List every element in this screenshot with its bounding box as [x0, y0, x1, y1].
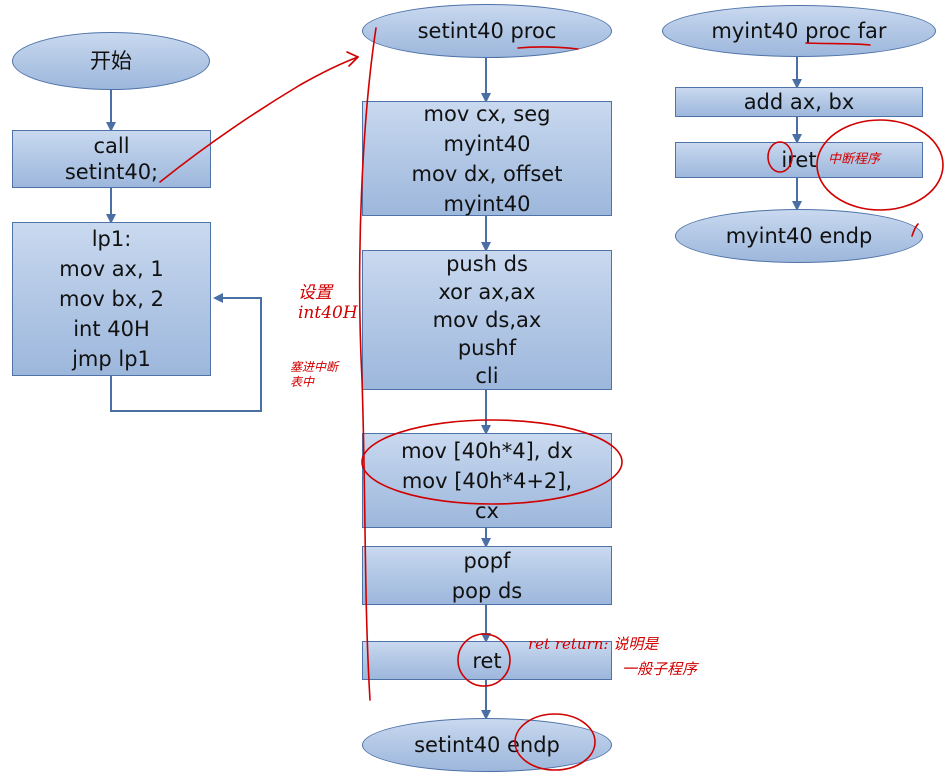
call-line-2: setint40; — [64, 160, 159, 184]
annotation-interrupt-routine: 中断程序 — [828, 152, 880, 168]
annotation-ret-line-2: 一般子程序 — [622, 660, 698, 678]
annotation-set-line-1: 设置 — [298, 283, 332, 303]
block2-line-3: mov ds,ax — [432, 308, 542, 332]
block3-line-2: mov [40h*4+2], — [401, 468, 573, 493]
myint40-proc-label: myint40 proc far — [711, 19, 887, 43]
block3-line-1: mov [40h*4], dx — [401, 438, 573, 463]
start-node: 开始 — [12, 32, 210, 90]
block1-line-1: mov cx, seg — [423, 101, 551, 126]
annotation-ret-note: ret return: 说明是 一般子程序 — [528, 632, 697, 682]
setint40-proc-node: setint40 proc — [362, 4, 612, 58]
annotation-interrupt-text: 中断程序 — [828, 152, 881, 167]
call-setint40-node: call setint40; — [12, 130, 211, 188]
block2-line-5: cli — [475, 364, 499, 388]
call-to-proc-arrowhead — [346, 51, 359, 67]
setint40-proc-label: setint40 proc — [417, 19, 557, 43]
call-line-1: call — [93, 134, 130, 158]
block1-line-4: myint40 — [443, 191, 531, 216]
block4-line-1: popf — [463, 548, 511, 573]
iret-node: iret — [675, 142, 923, 178]
myint40-endp-node: myint40 endp — [675, 209, 923, 263]
block1-line-2: myint40 — [443, 131, 531, 156]
ret-label: ret — [472, 648, 502, 673]
block4-line-2: pop ds — [451, 578, 523, 603]
annotation-vector-line-1: 塞进中断 — [290, 360, 339, 374]
annotation-set-line-2: int40H — [298, 303, 358, 323]
block1-line-3: mov dx, offset — [411, 161, 563, 186]
loop-line-3: mov bx, 2 — [59, 287, 164, 311]
loop-label: lp1: — [91, 227, 132, 251]
write-vector-table-node: mov [40h*4], dx mov [40h*4+2], cx — [362, 433, 612, 528]
loop-line-2: mov ax, 1 — [59, 257, 164, 281]
prepare-segment-node: push ds xor ax,ax mov ds,ax pushf cli — [362, 250, 612, 390]
loop-line-5: jmp lp1 — [72, 347, 151, 371]
block2-line-1: push ds — [446, 252, 528, 276]
annotation-into-vector-table: 塞进中断 表中 — [290, 360, 338, 390]
restore-state-node: popf pop ds — [362, 546, 612, 605]
start-label: 开始 — [90, 49, 132, 73]
block2-line-2: xor ax,ax — [438, 280, 536, 304]
annotation-vector-line-2: 表中 — [290, 375, 315, 389]
block2-line-4: pushf — [457, 336, 517, 360]
annotation-set-int40: 设置 int40H — [298, 283, 358, 323]
load-vector-address-node: mov cx, seg myint40 mov dx, offset myint… — [362, 101, 612, 216]
loop-line-4: int 40H — [73, 317, 150, 341]
annotation-ret-line-1: ret return: 说明是 — [528, 635, 659, 653]
setint40-endp-label: setint40 endp — [414, 733, 560, 757]
myint40-endp-label: myint40 endp — [725, 224, 873, 248]
add-label: add ax, bx — [743, 90, 855, 114]
iret-label: iret — [781, 148, 817, 172]
block3-line-3: cx — [475, 498, 499, 523]
add-node: add ax, bx — [675, 87, 923, 117]
myint40-proc-node: myint40 proc far — [662, 5, 936, 57]
setint40-endp-node: setint40 endp — [362, 718, 612, 772]
main-loop-node: lp1: mov ax, 1 mov bx, 2 int 40H jmp lp1 — [12, 222, 211, 376]
